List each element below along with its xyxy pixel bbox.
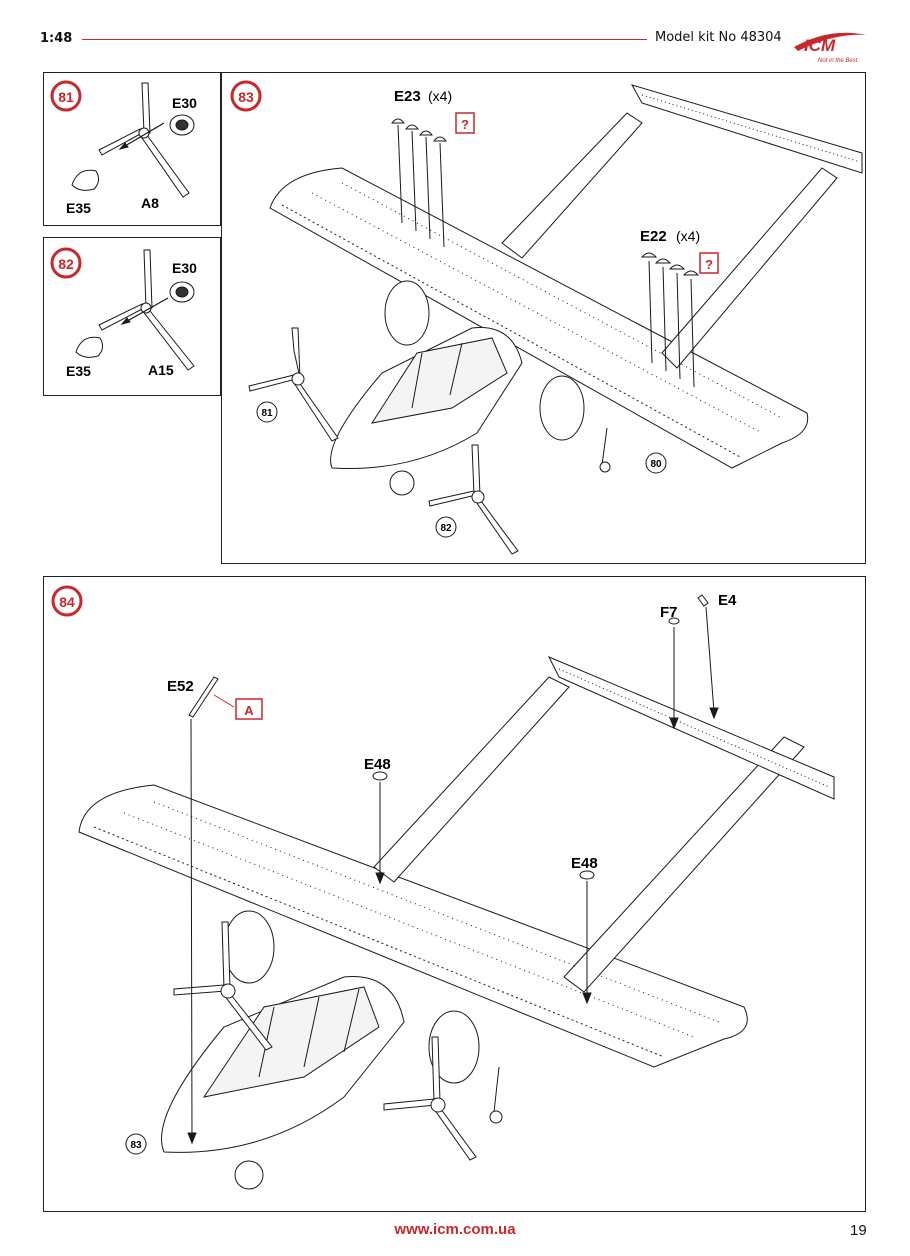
ref-80: 80 xyxy=(645,452,667,474)
part-e30: E30 xyxy=(172,95,197,111)
propeller-a8-drawing xyxy=(98,82,190,198)
svg-text:83: 83 xyxy=(238,89,254,105)
flag-a: A xyxy=(235,698,263,720)
ref-83: 83 xyxy=(125,1133,147,1155)
spinner-e35-drawing xyxy=(71,169,100,191)
hub-e30-drawing xyxy=(169,114,195,136)
label-e23: E23 xyxy=(394,88,421,105)
aircraft-drawing-84 xyxy=(78,656,835,1190)
label-e48-left: E48 xyxy=(364,756,391,773)
svg-text:A: A xyxy=(244,703,254,718)
svg-text:81: 81 xyxy=(58,89,74,105)
parts-e23 xyxy=(390,118,448,248)
parts-e22 xyxy=(640,252,700,388)
qty-e23: (x4) xyxy=(428,88,452,104)
part-e52-drawing xyxy=(187,676,235,1145)
ref-82: 82 xyxy=(435,516,457,538)
label-f7: F7 xyxy=(660,604,678,621)
flag-question-e23: ? xyxy=(455,112,475,134)
part-e4 xyxy=(697,594,719,720)
footer-url[interactable]: www.icm.com.ua xyxy=(394,1221,516,1238)
part-a15: A15 xyxy=(148,362,174,378)
brand-text: ICM xyxy=(804,36,836,55)
part-e30: E30 xyxy=(172,260,197,276)
svg-text:82: 82 xyxy=(440,523,452,534)
step-82-badge: 82 xyxy=(50,247,82,279)
flag-question-e22: ? xyxy=(699,252,719,274)
svg-text:82: 82 xyxy=(58,256,74,272)
step-83-panel: 83 xyxy=(221,72,866,564)
svg-text:81: 81 xyxy=(261,408,273,419)
svg-text:84: 84 xyxy=(59,594,75,610)
svg-text:83: 83 xyxy=(130,1140,142,1151)
label-e4: E4 xyxy=(718,592,737,609)
step-84-panel: 84 xyxy=(43,576,866,1212)
propeller-a15-drawing xyxy=(98,249,195,371)
kit-number: Model kit No 48304 xyxy=(655,30,782,45)
step-81-badge: 81 xyxy=(50,80,82,112)
step-81-panel: 81 E30 E35 A8 xyxy=(43,72,221,226)
part-a8: A8 xyxy=(141,195,159,211)
part-e35: E35 xyxy=(66,363,91,379)
label-e52: E52 xyxy=(167,678,194,695)
scale-label: 1:48 xyxy=(40,31,73,46)
svg-text:?: ? xyxy=(705,257,713,272)
aircraft-drawing-83 xyxy=(248,84,863,555)
hub-e30-drawing xyxy=(169,281,195,303)
svg-text:?: ? xyxy=(461,117,469,132)
ref-81: 81 xyxy=(256,401,278,423)
part-e35: E35 xyxy=(66,200,91,216)
part-f7 xyxy=(668,617,680,730)
svg-text:80: 80 xyxy=(650,459,662,470)
spinner-e35-drawing xyxy=(75,336,104,358)
label-e48-right: E48 xyxy=(571,855,598,872)
page-number: 19 xyxy=(850,1222,867,1239)
part-e48-right xyxy=(579,870,595,1005)
header-rule xyxy=(82,39,647,40)
step-83-badge: 83 xyxy=(230,80,262,112)
step-84-badge: 84 xyxy=(51,585,83,617)
brand-tagline: Not in the Best xyxy=(818,58,858,64)
qty-e22: (x4) xyxy=(676,228,700,244)
label-e22: E22 xyxy=(640,228,667,245)
step-82-panel: 82 E30 E35 A15 xyxy=(43,237,221,396)
icm-logo: ICM Not in the Best xyxy=(794,32,866,64)
part-e48-left xyxy=(372,771,388,885)
